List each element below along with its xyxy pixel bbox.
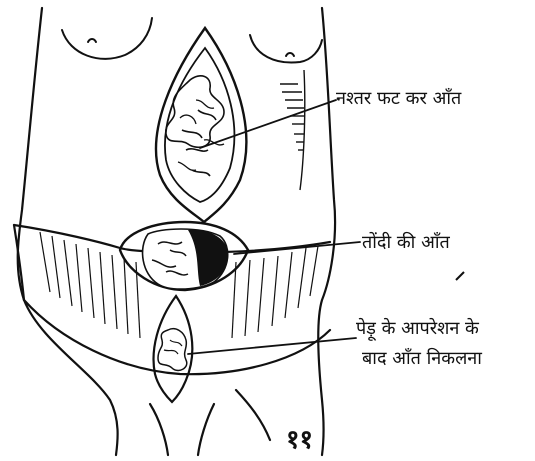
umbilical-hernia	[120, 222, 248, 290]
lower-hernia	[154, 296, 193, 402]
incisional-hernia	[156, 28, 246, 222]
chest	[62, 18, 322, 63]
page-number: ११	[286, 425, 313, 455]
stray-mark	[456, 272, 464, 280]
side-shading	[280, 70, 305, 190]
label-lower-hernia-line2: बाद आँत निकलना	[362, 347, 482, 369]
label-upper-hernia: नश्तर फट कर आँत	[336, 87, 462, 109]
label-umbilical-hernia: तोंदी की आँत	[362, 231, 450, 253]
label-lower-hernia-line1: पेड़ू के आपरेशन के	[356, 317, 480, 341]
bowel-coils-upper	[166, 76, 224, 176]
